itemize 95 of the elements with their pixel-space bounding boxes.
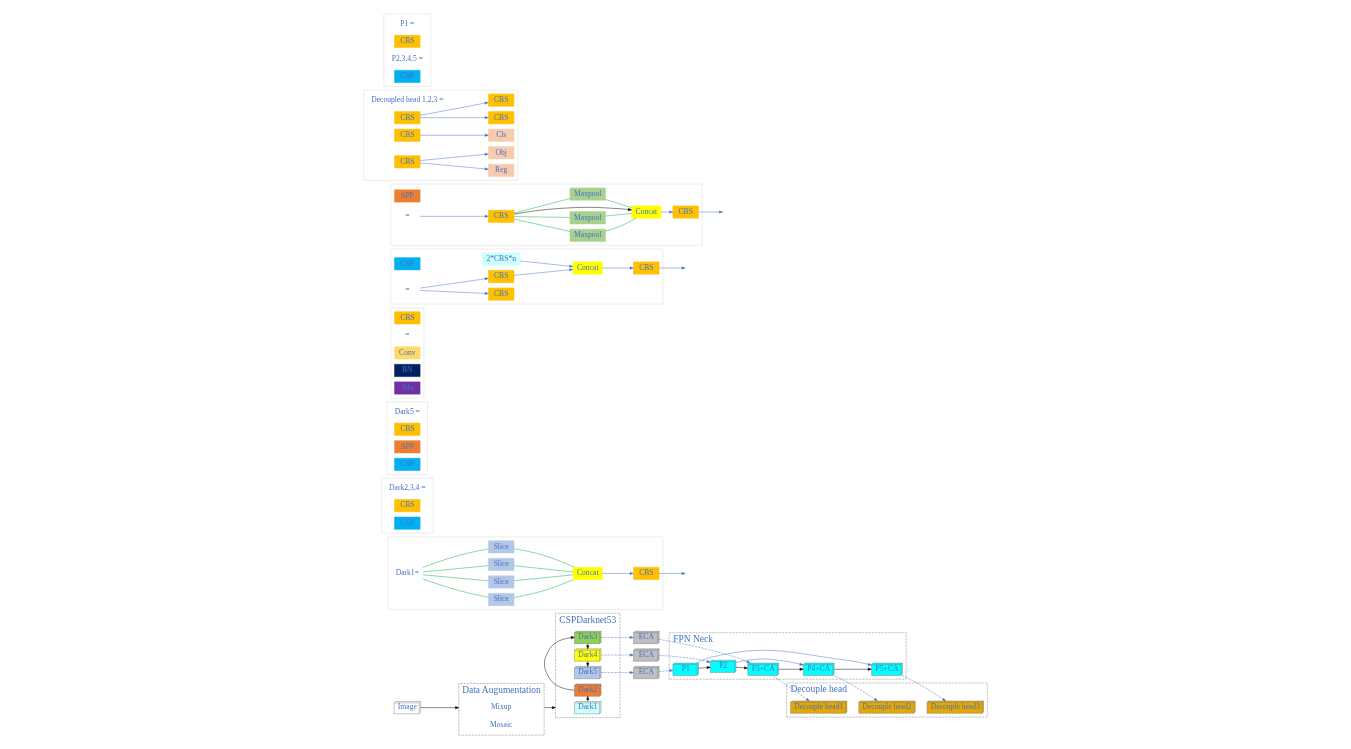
node-text: = [405, 330, 410, 340]
arrow [659, 639, 751, 664]
cluster [381, 477, 434, 534]
node-box: 2*CBS*n [482, 252, 521, 266]
node-box: Slice [488, 575, 515, 589]
node-box: Concat [631, 205, 662, 219]
arrow [778, 667, 804, 671]
node-text: Decoupled head 1,2,3 = [371, 94, 444, 104]
arrow [419, 162, 489, 171]
node-box: CBS [394, 499, 421, 513]
cluster [363, 89, 519, 181]
node-box: Silu [394, 381, 421, 395]
arrow [419, 277, 489, 289]
node-box: Slice [488, 593, 515, 606]
arrow [735, 666, 748, 670]
node-box: Conv [394, 346, 421, 360]
arrow [698, 210, 723, 214]
arrow [419, 214, 489, 218]
arrow [602, 572, 634, 575]
node-box: CBS [488, 93, 515, 107]
node-box: CBS [394, 155, 421, 169]
node-box: CBS [394, 128, 421, 142]
node-box: Concat [572, 261, 603, 275]
arrow [600, 636, 634, 639]
arrow [420, 706, 459, 710]
arrow [419, 290, 489, 295]
node-box: CBS [394, 422, 421, 436]
node-box: CBS [394, 111, 421, 125]
arrow [658, 669, 674, 672]
arrow [660, 210, 674, 214]
node-box: CBS [394, 34, 421, 48]
node-box: CBS [633, 567, 660, 580]
node-text: = [405, 284, 410, 294]
node-text: = [405, 211, 410, 221]
node-box: CBS [672, 205, 699, 219]
node-box: CBS [488, 111, 515, 125]
cluster [387, 536, 664, 610]
node-box: Reg [488, 163, 515, 177]
node-box: Maxpool [569, 211, 606, 225]
arrow [833, 675, 878, 702]
node-box: BN [394, 364, 421, 377]
node-text: P1 = [400, 18, 415, 28]
arrow [520, 260, 574, 268]
arrow [543, 706, 556, 710]
node-text: Dark1= [395, 568, 419, 578]
node-box: CSP [394, 457, 421, 471]
arrow [513, 268, 574, 276]
arrow [658, 266, 686, 270]
node-box: Maxpool [569, 228, 606, 242]
arrow [659, 655, 711, 663]
node-text: P2,3,4,5 = [391, 53, 423, 63]
cluster [390, 183, 703, 246]
node-box: Obj [488, 146, 515, 160]
arrow [586, 643, 590, 650]
node-text: Dark2,3,4 = [389, 482, 426, 492]
arrow [833, 667, 872, 671]
node-box: CBS [633, 261, 660, 275]
arrow [735, 658, 804, 666]
arrow [600, 671, 634, 674]
arrow [586, 696, 590, 702]
cluster [390, 248, 664, 305]
node-box: CBS [488, 209, 515, 223]
node-text: Dark5 = [394, 406, 420, 416]
node-box: CSP [394, 70, 421, 83]
arrow [419, 133, 489, 137]
node-box: SPP [394, 189, 421, 203]
node-box: Slice [488, 558, 515, 571]
arrow [419, 116, 489, 120]
node-box: Concat [572, 567, 603, 580]
arrow [600, 653, 634, 657]
arrow [602, 266, 634, 270]
node-box: CSP [394, 516, 421, 530]
arrow [513, 207, 632, 215]
cluster [383, 13, 432, 87]
node-box: CSP [394, 257, 421, 271]
node-box: SPP [394, 440, 421, 454]
arrow [419, 101, 489, 116]
node-box: Maxpool [569, 187, 606, 201]
arrow [698, 666, 711, 669]
node-box: Slice [488, 540, 515, 554]
node-box: CBS [488, 270, 515, 283]
cluster [390, 307, 425, 399]
node-box: CBS [488, 287, 515, 301]
arrow [544, 636, 575, 691]
arrow [658, 572, 686, 575]
node-text: Mosaic [490, 720, 513, 729]
arrow [696, 650, 872, 666]
arrow [772, 675, 810, 702]
cluster [386, 401, 428, 475]
node-box: Cls [488, 128, 515, 142]
node-box: CBS [394, 311, 421, 325]
node-text: Mixup [491, 702, 512, 712]
arrow [901, 675, 946, 702]
arrow [586, 661, 590, 667]
arrow [419, 152, 489, 161]
